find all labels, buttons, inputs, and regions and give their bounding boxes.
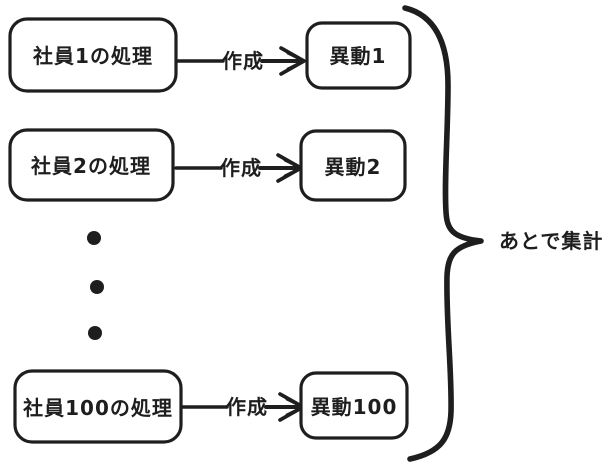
- ellipsis-dot-2: [90, 280, 104, 294]
- row-employee-100: 社員100の処理 作成 異動100: [13, 369, 409, 444]
- transfer-100-box: [299, 371, 409, 440]
- arrow-2-label: 作成: [220, 156, 262, 180]
- employee-2-process-box: [8, 128, 175, 202]
- transfer-1-label: 異動1: [330, 44, 387, 68]
- employee-100-process-label: 社員100の処理: [22, 396, 173, 420]
- row-employee-1: 社員1の処理 作成 異動1: [8, 17, 412, 93]
- curly-brace-icon: [402, 5, 484, 462]
- employee-1-process-box: [8, 17, 178, 93]
- ellipsis-dot-1: [87, 231, 101, 245]
- transfer-100-label: 異動100: [311, 395, 398, 419]
- arrow-1-head-inner-icon: [286, 51, 306, 71]
- ellipsis-dots-icon: [87, 231, 104, 340]
- transfer-1-box: [305, 21, 412, 90]
- arrow-1-label: 作成: [222, 49, 264, 73]
- employee-2-process-label: 社員2の処理: [30, 154, 151, 178]
- transfer-2-box: [299, 129, 407, 202]
- arrow-3-label: 作成: [226, 395, 268, 419]
- brace-annotation-label: あとで集計: [499, 229, 603, 253]
- employee-100-process-box: [13, 369, 183, 444]
- ellipsis-dot-3: [88, 326, 102, 340]
- employee-1-process-label: 社員1の処理: [32, 44, 153, 68]
- transfer-2-label: 異動2: [325, 155, 382, 179]
- row-employee-2: 社員2の処理 作成 異動2: [8, 128, 407, 202]
